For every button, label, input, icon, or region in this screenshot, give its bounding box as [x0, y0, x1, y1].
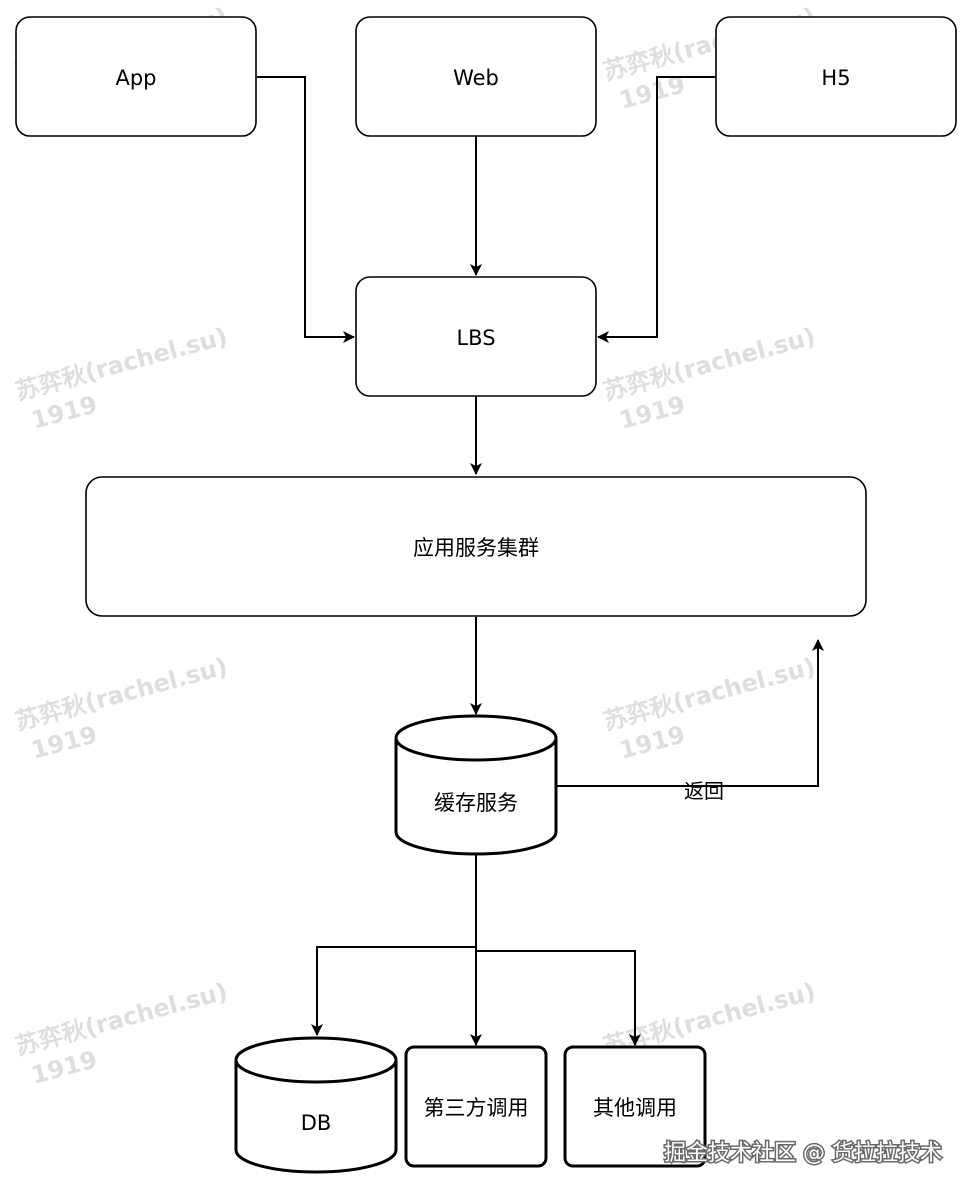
return-label: 返回	[684, 779, 724, 803]
node-third-party-label: 第三方调用	[424, 1096, 529, 1120]
node-other-label: 其他调用	[593, 1096, 677, 1120]
footer-attribution: 掘金技术社区 @ 货拉拉技术	[664, 1141, 942, 1166]
node-lbs: LBS	[355, 276, 597, 397]
node-web-label: Web	[453, 66, 499, 90]
watermark-text: 苏弈秋(rachel.su)	[600, 652, 818, 736]
node-db-label: DB	[301, 1111, 332, 1135]
edge-h5-to-lbs	[597, 76, 717, 343]
node-h5-label: H5	[821, 66, 850, 90]
node-lbs-label: LBS	[456, 326, 495, 350]
node-web: Web	[355, 16, 597, 137]
node-cache: 缓存服务	[394, 714, 558, 856]
node-third-party: 第三方调用	[404, 1045, 548, 1168]
node-app-label: App	[115, 66, 156, 90]
node-cache-label: 缓存服务	[434, 791, 518, 815]
watermark-text: 苏弈秋(rachel.su)	[12, 977, 230, 1061]
node-other: 其他调用	[563, 1045, 707, 1168]
edge-app-to-lbs	[257, 76, 355, 343]
node-app-cluster-label: 应用服务集群	[413, 536, 539, 560]
watermark-text: 苏弈秋(rachel.su)	[12, 652, 230, 736]
edges	[257, 76, 824, 1046]
node-app: App	[15, 16, 257, 137]
edge-cache-to-other	[476, 950, 641, 1046]
node-db: DB	[234, 1036, 398, 1174]
watermark-text: 苏弈秋(rachel.su)	[600, 322, 818, 406]
node-app-cluster: 应用服务集群	[85, 476, 867, 617]
node-h5: H5	[715, 16, 957, 137]
edge-cache-to-db	[311, 855, 477, 1036]
watermark-text: 苏弈秋(rachel.su)	[12, 322, 230, 406]
edge-cache-return	[556, 639, 824, 787]
